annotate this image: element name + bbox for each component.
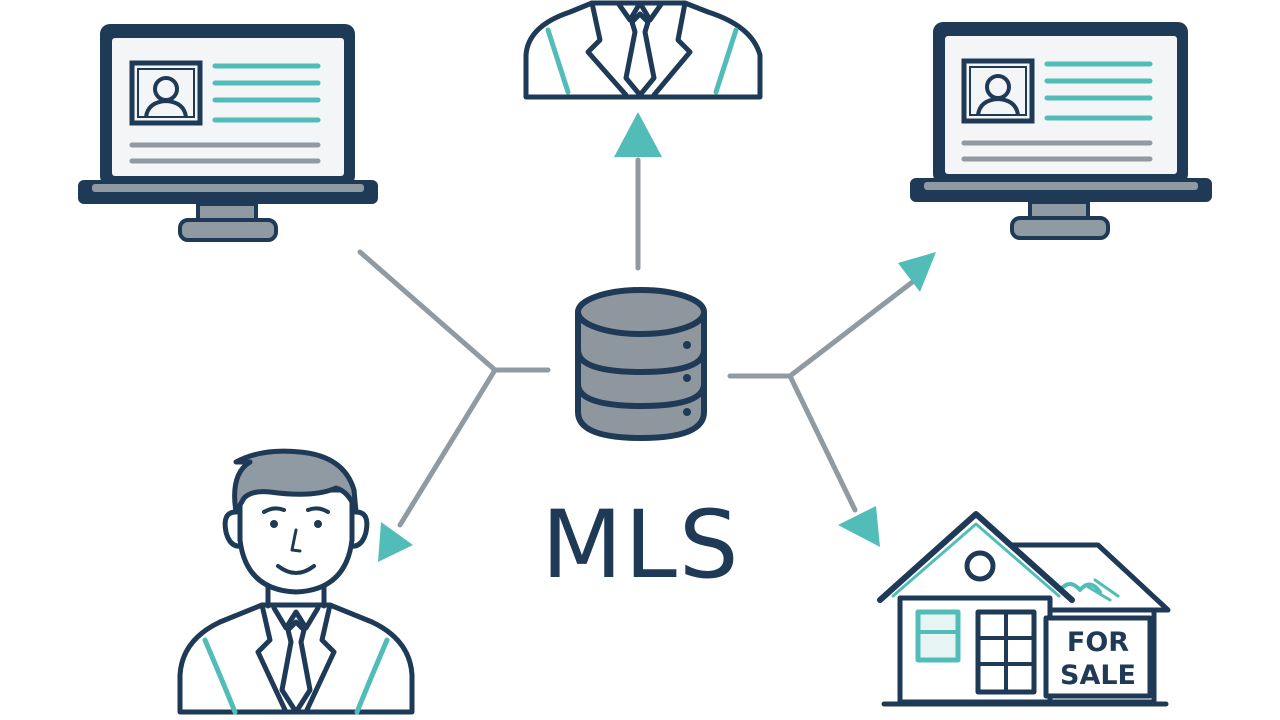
arrow-house-icon — [838, 506, 880, 547]
house-for-sale-icon — [877, 511, 1171, 707]
connector-lines — [357, 157, 918, 528]
profile-photo-icon — [129, 60, 203, 126]
laptop-left-icon — [78, 24, 378, 242]
laptop-right-icon — [910, 22, 1212, 240]
database-icon — [575, 287, 707, 442]
line-left-laptop-to-hub — [357, 249, 551, 373]
agent-icon — [177, 448, 415, 715]
for-sale-line2: SALE — [1060, 660, 1136, 691]
for-sale-line1: FOR — [1067, 627, 1129, 658]
arrow-right-laptop-icon — [898, 252, 936, 292]
mls-label: MLS — [541, 491, 740, 600]
arrow-agent-icon — [378, 522, 413, 562]
line-db-to-right-hub — [727, 277, 918, 379]
businessman-icon — [523, 0, 763, 100]
line-hub-to-agent — [397, 367, 498, 528]
arrow-up-icon — [614, 112, 662, 157]
arrowheads — [378, 112, 936, 562]
for-sale-sign — [1043, 615, 1153, 699]
profile-photo-icon — [961, 58, 1035, 124]
line-right-hub-to-house — [787, 373, 858, 513]
